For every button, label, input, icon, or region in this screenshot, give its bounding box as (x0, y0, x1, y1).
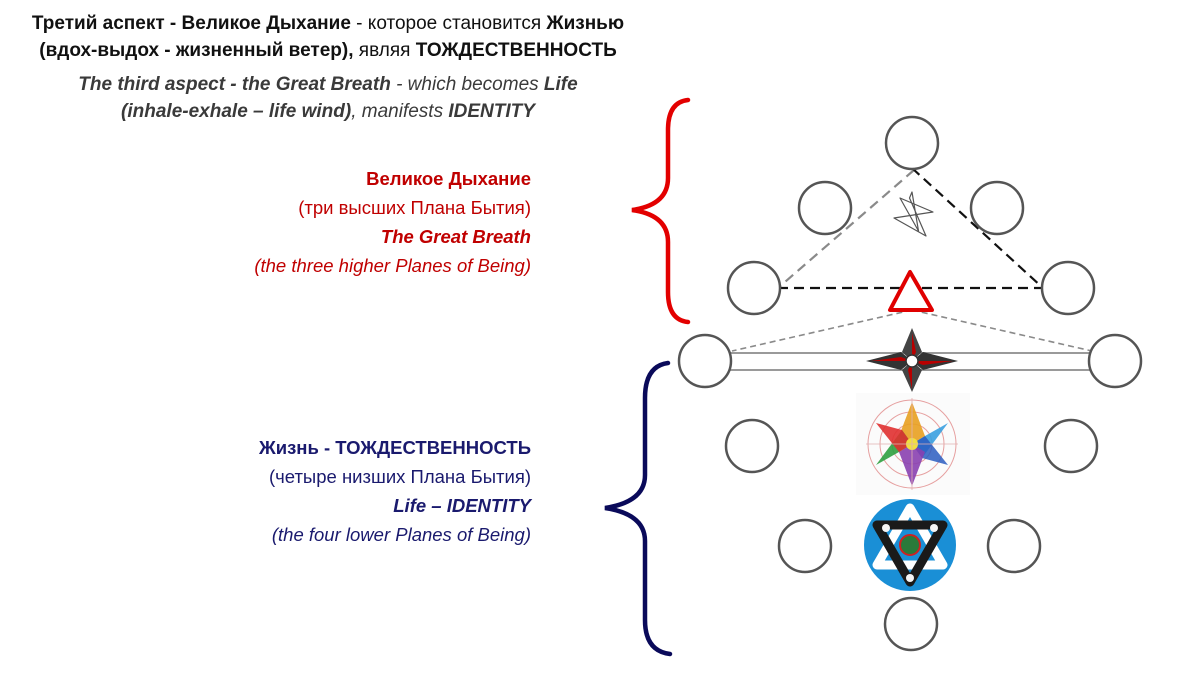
text-run: Третий аспект - (31, 13, 182, 34)
upper-title-ru: Великое Дыхание (366, 168, 531, 189)
text-run: Великое Дыхание (181, 13, 351, 34)
lower-subtitle-en: (the four lower Planes of Being) (271, 524, 531, 545)
node-lower-left (724, 418, 780, 474)
lower-subtitle-ru: (четыре низших Плана Бытия) (268, 466, 531, 487)
header-ru-line2: (вдох-выдох - жизненный ветер), являя ТО… (0, 37, 656, 64)
node-bar-right (1087, 333, 1143, 389)
node-upper-right (969, 180, 1025, 236)
dashed-line-to-right-node (911, 309, 1093, 352)
text-run: - which becomes (390, 74, 544, 95)
upper-title-en: The Great Breath (380, 226, 531, 247)
header-ru-line1: Третий аспект - Великое Дыхание - которо… (0, 10, 656, 37)
upper-subtitle-en: (the three higher Planes of Being) (254, 255, 531, 276)
text-run: The third aspect - (78, 74, 242, 95)
text-run: IDENTITY (448, 101, 535, 122)
rainbow-hexagram-icon (856, 393, 970, 495)
header-en-line1: The third aspect - the Great Breath - wh… (0, 71, 656, 98)
upper-subtitle-ru: (три высших Плана Бытия) (298, 197, 531, 218)
lower-title-ru-part1: Жизнь - (258, 437, 336, 458)
navy-brace (604, 360, 673, 657)
header-en-line2: (inhale-exhale – life wind), manifests I… (0, 98, 656, 125)
node-middle-left (726, 260, 782, 316)
upper-group-label: Великое Дыхание (три высших Плана Бытия)… (150, 164, 531, 280)
node-middle-right (1040, 260, 1096, 316)
dashed-line-left (777, 169, 915, 289)
node-lower-right (1043, 418, 1099, 474)
red-brace (631, 97, 691, 325)
seven-pointed-star-icon (893, 191, 934, 237)
lower-title-ru-part2: ТОЖДЕСТВЕННОСТЬ (335, 437, 531, 458)
node-top (884, 115, 940, 171)
red-triangle-icon (888, 270, 934, 312)
text-run: Жизнью (546, 13, 625, 34)
dashed-line-to-left-node (731, 309, 913, 352)
text-run: ТОЖДЕСТВЕННОСТЬ (415, 40, 617, 61)
text-run: Life (543, 74, 578, 95)
text-run: , manifests (351, 101, 449, 122)
node-bottom-left (777, 518, 833, 574)
node-bar-left (677, 333, 733, 389)
node-bottom-right (986, 518, 1042, 574)
compass-star-icon (866, 328, 958, 392)
text-run: - которое становится (350, 13, 547, 34)
lower-group-label: Жизнь - ТОЖДЕСТВЕННОСТЬ (четыре низших П… (150, 433, 531, 549)
header-en: The third aspect - the Great Breath - wh… (0, 71, 656, 125)
dashed-line-right (911, 167, 1044, 289)
text-run: (вдох-выдох - жизненный ветер), (39, 40, 354, 61)
lower-title-ru: Жизнь - ТОЖДЕСТВЕННОСТЬ (150, 433, 531, 462)
text-run: (inhale-exhale – life wind) (121, 101, 352, 122)
node-bottom (883, 596, 939, 652)
lower-title-en: Life – IDENTITY (393, 495, 531, 516)
node-upper-left (797, 180, 853, 236)
text-run: являя (353, 40, 416, 61)
blue-hexagram-emblem-icon (864, 499, 956, 591)
nodes (677, 115, 1143, 652)
header-ru: Третий аспект - Великое Дыхание - которо… (0, 10, 656, 64)
text-run: the Great Breath (241, 74, 391, 95)
